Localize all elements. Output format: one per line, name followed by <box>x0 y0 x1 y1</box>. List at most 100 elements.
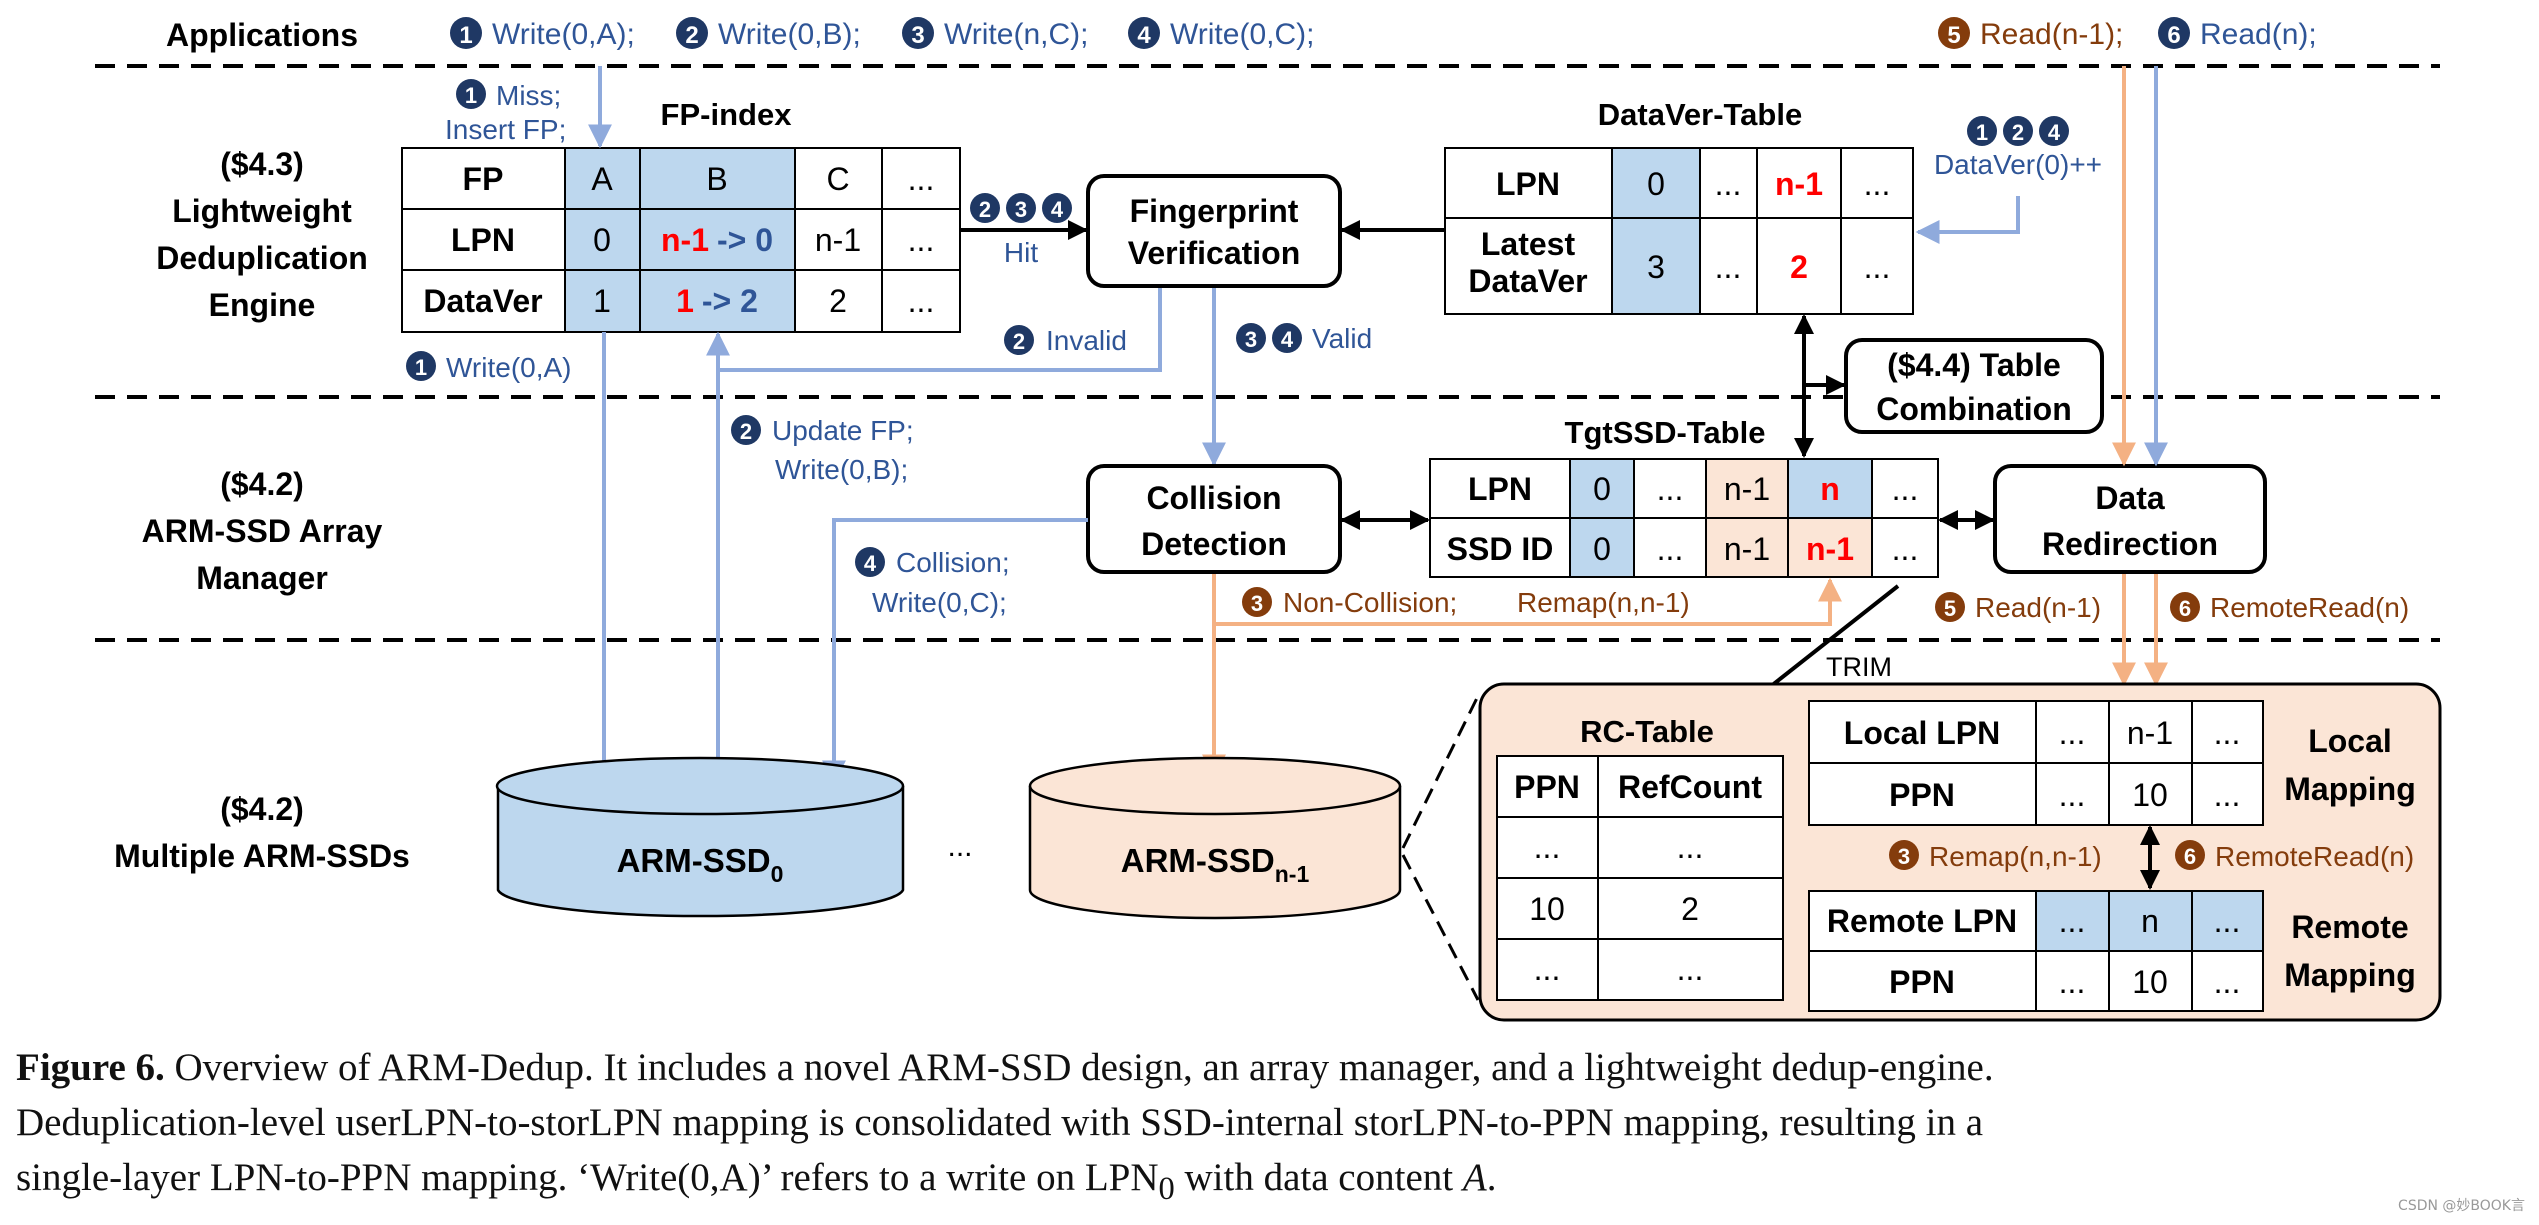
fp-cell-c: C <box>826 161 849 197</box>
layer-manager-2: ARM-SSD Array <box>142 513 383 549</box>
svg-text:3: 3 <box>1015 197 1027 222</box>
step-5-number: 5 <box>1947 22 1960 49</box>
layer-ssds-2: Multiple ARM-SSDs <box>114 838 410 874</box>
label-remote-read-mid: RemoteRead(n) <box>2215 841 2414 872</box>
local-ppn-label: PPN <box>1889 777 1955 813</box>
remap-mid-badge-number: 3 <box>1898 844 1910 869</box>
rc-r1-ppn: ... <box>1534 829 1561 865</box>
fp-index-table <box>401 147 961 333</box>
remote-lpn-c1: ... <box>2059 903 2086 939</box>
remote-mapping-table <box>1808 890 2264 1012</box>
arm-ssd-0 <box>495 756 905 918</box>
layer-applications: Applications <box>166 17 358 53</box>
rc-r3-ppn: ... <box>1534 951 1561 987</box>
rc-r2-ppn: 10 <box>1529 891 1565 927</box>
rc-table-title: RC-Table <box>1580 714 1714 749</box>
update-fp-badge <box>731 415 761 445</box>
remote-ppn-c3: ... <box>2214 964 2241 1000</box>
local-ppn-c1: ... <box>2059 777 2086 813</box>
tgtssd-lpn-label: LPN <box>1468 471 1532 507</box>
svg-text:2: 2 <box>979 197 991 222</box>
local-lpn-c2: n-1 <box>2127 715 2173 751</box>
svg-text:4: 4 <box>1051 197 1064 222</box>
fp-row-label-fp: FP <box>463 161 504 197</box>
step-4-number: 4 <box>1137 22 1151 49</box>
dataver-table <box>1444 147 1914 315</box>
remote-read-mid-badge-number: 6 <box>2184 844 2196 869</box>
dataver-lpn-more: ... <box>1715 166 1742 202</box>
local-mapping-label-2: Mapping <box>2284 771 2416 807</box>
label-remote-read: RemoteRead(n) <box>2210 592 2409 623</box>
step-6-badge <box>2158 17 2190 49</box>
tgtssd-lpn-n1: n-1 <box>1724 471 1770 507</box>
fingerprint-verification-label-1: Fingerprint <box>1130 193 1299 229</box>
remote-lpn-c3: ... <box>2214 903 2241 939</box>
noncollision-badge-number: 3 <box>1251 591 1263 616</box>
label-noncollision: Non-Collision; <box>1283 587 1457 618</box>
tgtssd-ssd-more: ... <box>1657 531 1684 567</box>
fp-cell-more: ... <box>908 161 935 197</box>
valid-badges: 3 4 <box>1236 323 1302 353</box>
remote-read-badge-number: 6 <box>2179 596 2191 621</box>
svg-text:4: 4 <box>2048 120 2061 145</box>
local-ppn-c3: ... <box>2214 777 2241 813</box>
remote-lpn-c2: n <box>2141 903 2159 939</box>
step-6-number: 6 <box>2167 22 2180 49</box>
data-redirection-label-2: Redirection <box>2042 526 2218 562</box>
arm-ssd-n1 <box>1028 756 1402 920</box>
architecture-diagram: Applications ($4.3) Lightweight Deduplic… <box>95 17 2442 1022</box>
local-mapping-label-1: Local <box>2308 723 2392 759</box>
rc-r1-ref: ... <box>1677 829 1704 865</box>
dataver-table-title: DataVer-Table <box>1598 97 1802 132</box>
zoom-line-bottom <box>1401 854 1480 1001</box>
tgtssd-lpn-0: 0 <box>1593 471 1611 507</box>
step-2-badge <box>676 17 708 49</box>
caption-line-2: Deduplication-level userLPN-to-storLPN m… <box>16 1101 1984 1144</box>
label-trim: TRIM <box>1826 652 1892 682</box>
tgtssd-lpn-n: n <box>1820 471 1840 507</box>
label-invalid: Invalid <box>1046 325 1127 356</box>
step-5-badge <box>1938 17 1970 49</box>
arm-ssd-n1-label: ARM-SSDn-1 <box>1121 842 1310 887</box>
ver-cell-a: 1 <box>593 283 611 319</box>
zoom-line-top <box>1401 695 1480 849</box>
fp-row-label-lpn: LPN <box>451 222 515 258</box>
dataver-lpn-label: LPN <box>1496 166 1560 202</box>
step-3-badge <box>902 17 934 49</box>
rc-header-refcount: RefCount <box>1618 769 1762 805</box>
dataver-lpn-n1: n-1 <box>1775 166 1823 202</box>
ssd-ellipsis: ... <box>947 830 972 863</box>
step-1-number: 1 <box>459 22 472 49</box>
dataver-ver-0: 3 <box>1647 249 1665 285</box>
ver-cell-c: 2 <box>829 283 847 319</box>
caption-line-1-text: Overview of ARM-Dedup. It includes a nov… <box>164 1046 1994 1089</box>
tgtssd-ssd-label: SSD ID <box>1447 531 1554 567</box>
fp-cell-a: A <box>591 161 613 197</box>
noncollision-badge <box>1242 587 1272 617</box>
label-remap-mid: Remap(n,n-1) <box>1929 841 2102 872</box>
dataver-ver-n1: 2 <box>1790 249 1808 285</box>
tgtssd-table-title: TgtSSD-Table <box>1565 415 1766 450</box>
table-combination-label-1: ($4.4) Table <box>1887 347 2061 383</box>
lpn-cell-more: ... <box>908 222 935 258</box>
label-update-fp: Update FP; <box>772 415 914 446</box>
caption-line-1: Figure 6. Overview of ARM-Dedup. It incl… <box>16 1040 2531 1095</box>
remote-ppn-c1: ... <box>2059 964 2086 1000</box>
request-write-0b: Write(0,B); <box>718 18 861 51</box>
remote-read-badge <box>2170 592 2200 622</box>
dataver-lpn-0: 0 <box>1647 166 1665 202</box>
rc-r2-ref: 2 <box>1681 891 1699 927</box>
arrow-remap-to-tgtssd <box>1214 577 1842 626</box>
remote-ppn-label: PPN <box>1889 964 1955 1000</box>
arrow-collision-to-ssd0 <box>822 518 1088 785</box>
read-n1-badge <box>1935 592 1965 622</box>
step-1-number-miss: 1 <box>465 83 477 108</box>
local-mapping-table <box>1808 700 2264 826</box>
dataver-ver-more-2: ... <box>1864 249 1891 285</box>
svg-text:4: 4 <box>1281 327 1294 352</box>
tgtssd-ssd-n1: n-1 <box>1724 531 1770 567</box>
caption-line-3c: A <box>1462 1156 1487 1199</box>
remote-ppn-c2: 10 <box>2132 964 2168 1000</box>
read-n1-badge-number: 5 <box>1944 596 1956 621</box>
caption-line-3d: . <box>1486 1156 1497 1199</box>
